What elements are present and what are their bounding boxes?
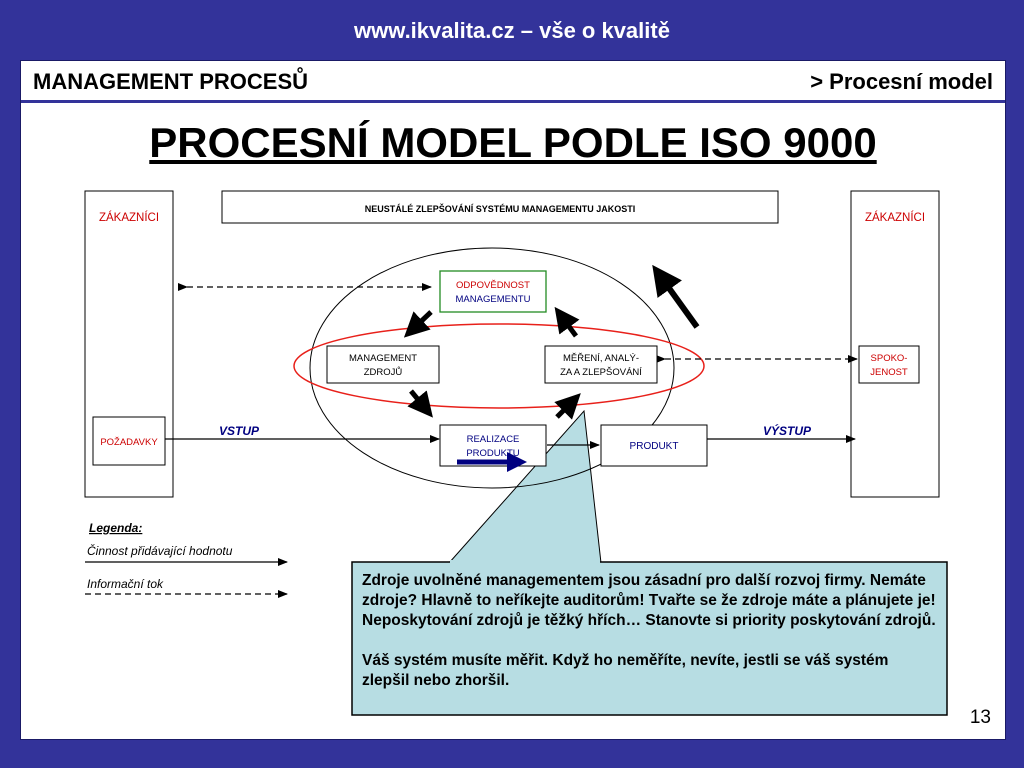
product-realization-line2: PRODUKTU (466, 448, 519, 459)
legend-title: Legenda: (89, 521, 142, 535)
improvement-bar-label: NEUSTÁLÉ ZLEPŠOVÁNÍ SYSTÉMU MANAGEMENTU … (365, 203, 636, 214)
callout-paragraph-2: Váš systém musíte měřit. Když ho neměřít… (362, 652, 889, 689)
callout-paragraph-1: Zdroje uvolněné managementem jsou zásadn… (362, 572, 936, 629)
customers-left-label: ZÁKAZNÍCI (99, 211, 159, 224)
customers-right-column (850, 190, 940, 498)
cycle-arrow-to-responsibility (554, 306, 580, 338)
header-divider (21, 100, 1005, 103)
slide: MANAGEMENT PROCESŮ > Procesní model PROC… (20, 60, 1006, 740)
satisfaction-box (858, 345, 920, 384)
measurement-line1: MĚŘENÍ, ANALÝ- (563, 353, 639, 364)
callout-box (351, 561, 948, 716)
customers-right-label: ZÁKAZNÍCI (865, 211, 925, 224)
cycle-arrow-to-resources (403, 310, 433, 338)
process-cycle-ellipse (309, 247, 675, 489)
improvement-bar (221, 190, 779, 224)
callout-text: Zdroje uvolněné managementem jsou zásadn… (362, 571, 936, 711)
satisfaction-line2: JENOST (870, 367, 908, 378)
mgmt-responsibility-line1: ODPOVĚDNOST (456, 280, 530, 291)
page-title: PROCESNÍ MODEL PODLE ISO 9000 (149, 119, 877, 166)
measurement-line2: ZA A ZLEPŠOVÁNÍ (560, 367, 642, 378)
input-label: VSTUP (219, 424, 260, 438)
measurement-box (544, 345, 658, 384)
product-realization-box (439, 424, 547, 467)
cycle-arrow-to-measurement (554, 393, 581, 420)
resource-mgmt-line2: ZDROJŮ (364, 366, 403, 378)
site-url-banner: www.ikvalita.cz – vše o kvalitě (354, 18, 670, 43)
resource-mgmt-box (326, 345, 440, 384)
red-highlight-ellipse (293, 323, 705, 409)
requirements-box (92, 416, 166, 466)
satisfaction-line1: SPOKO- (871, 353, 908, 364)
product-box (600, 424, 708, 467)
subsection-title: > Procesní model (810, 69, 993, 94)
cycle-arrow-to-realization (407, 389, 433, 418)
output-label: VÝSTUP (763, 423, 812, 438)
section-title: MANAGEMENT PROCESŮ (33, 69, 309, 94)
legend-info-flow-label: Informační tok (87, 577, 164, 591)
process-model-diagram: ZÁKAZNÍCI ZÁKAZNÍCI NEUSTÁLÉ ZLEPŠOVÁNÍ … (84, 190, 948, 716)
continual-improvement-arrow (652, 264, 700, 329)
product-label: PRODUKT (630, 441, 679, 452)
product-realization-line1: REALIZACE (467, 434, 520, 445)
mgmt-responsibility-line2: MANAGEMENTU (456, 294, 531, 305)
requirements-label: POŽADAVKY (100, 437, 158, 448)
resource-mgmt-line1: MANAGEMENT (349, 353, 417, 364)
mgmt-responsibility-box (439, 270, 547, 313)
legend-value-added-label: Činnost přidávající hodnotu (87, 543, 233, 558)
page-number: 13 (969, 707, 991, 728)
